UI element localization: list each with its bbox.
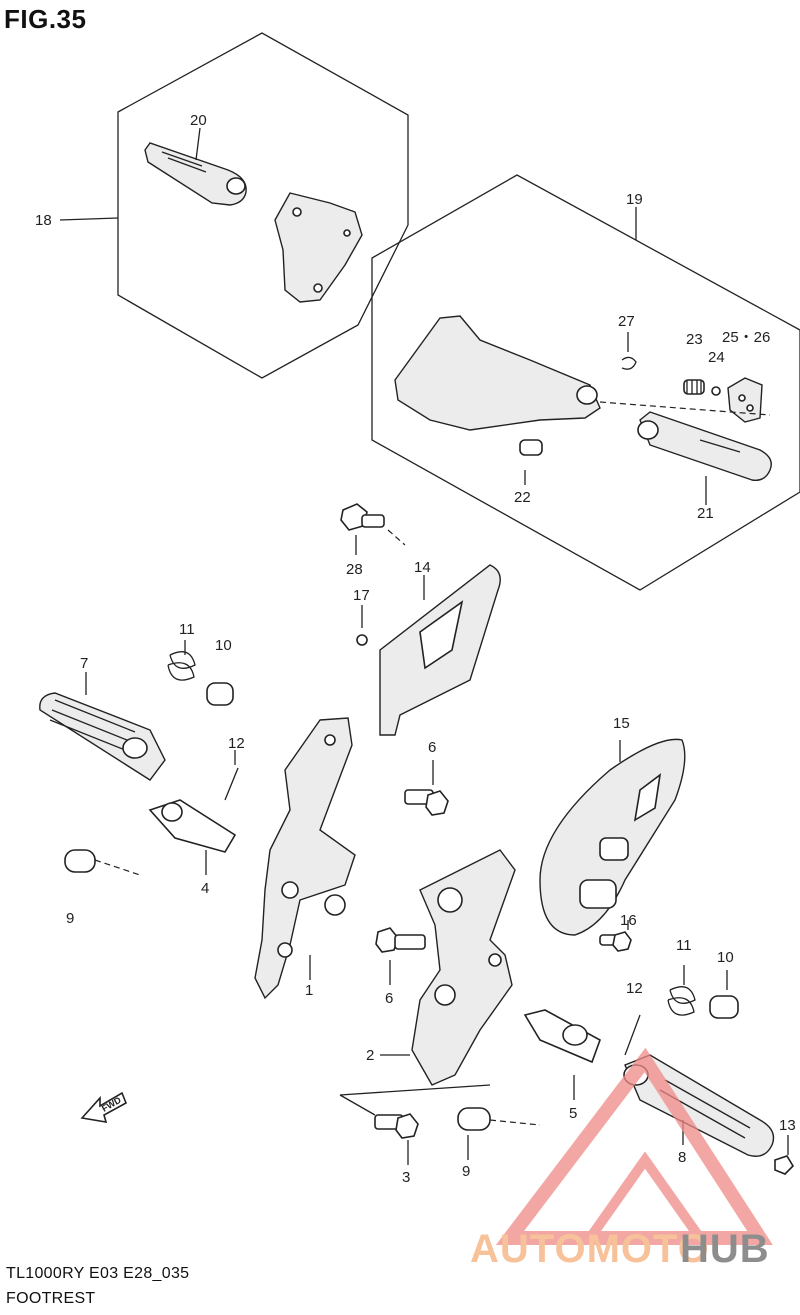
callout-22: 22 — [514, 489, 531, 506]
callout-8: 8 — [678, 1149, 686, 1166]
bolt-28 — [340, 503, 406, 555]
fwd-arrow-icon: FWD — [80, 1091, 128, 1123]
watermark-text-1: AUTOMOTO — [470, 1227, 710, 1271]
callout-15: 15 — [613, 715, 630, 732]
callout-18: 18 — [35, 212, 52, 229]
callout-9b: 9 — [462, 1163, 470, 1180]
callout-3: 3 — [402, 1169, 410, 1186]
callout-6b: 6 — [385, 990, 393, 1007]
callout-4: 4 — [201, 880, 209, 897]
pivot-4 — [148, 799, 237, 875]
watermark-text-2: HUB — [680, 1227, 770, 1271]
callout-12b: 12 — [626, 980, 643, 997]
bolt-6-upper — [404, 760, 449, 816]
bolt-6-lower — [375, 927, 426, 985]
callout-16: 16 — [620, 912, 637, 929]
bracket-2 — [380, 849, 516, 1086]
heel-guard-15 — [539, 738, 686, 936]
callout-10b: 10 — [717, 949, 734, 966]
washer-17 — [356, 634, 368, 646]
bracket-1 — [254, 717, 356, 1000]
callout-10a: 10 — [215, 637, 232, 654]
callout-13: 13 — [779, 1117, 796, 1134]
callout-12a: 12 — [228, 735, 245, 752]
pivot-5 — [523, 1009, 601, 1100]
callout-6a: 6 — [428, 739, 436, 756]
callout-2: 2 — [366, 1047, 374, 1064]
pin-22 — [519, 439, 543, 485]
section-name: FOOTREST — [6, 1290, 96, 1307]
bolt-13 — [774, 1135, 795, 1175]
callout-25-26: 25・26 — [722, 329, 770, 346]
footpeg-21 — [637, 411, 772, 505]
callout-19: 19 — [626, 191, 643, 208]
callout-9a: 9 — [66, 910, 74, 927]
cotter-pin-12-right — [624, 1014, 641, 1056]
callout-11b: 11 — [676, 937, 692, 954]
callout-17: 17 — [353, 587, 370, 604]
watermark-logo-icon — [495, 1047, 773, 1245]
callout-11a: 11 — [179, 621, 195, 638]
callout-14: 14 — [414, 559, 431, 576]
callout-1: 1 — [305, 982, 313, 999]
plate-25-26 — [727, 377, 763, 423]
callout-labels: 1 2 3 4 5 6 6 7 8 9 9 10 10 11 11 12 12 … — [35, 112, 796, 1186]
figure-title: FIG.35 — [4, 4, 87, 34]
callout-24: 24 — [708, 349, 725, 366]
bolt-16 — [599, 920, 632, 952]
callout-20: 20 — [190, 112, 207, 129]
pin-9-left — [64, 849, 141, 876]
footpeg-20 — [144, 127, 247, 206]
spring-11-right — [667, 965, 739, 1019]
pin-9-right — [457, 1107, 541, 1160]
model-code: TL1000RY E03 E28_035 — [6, 1265, 190, 1282]
callout-23: 23 — [686, 331, 703, 348]
clip-27 — [621, 356, 637, 370]
cotter-pin-12-left — [224, 767, 239, 801]
callout-21: 21 — [697, 505, 714, 522]
bracket-18 — [274, 192, 363, 303]
large-bracket — [394, 315, 601, 431]
callout-5: 5 — [569, 1105, 577, 1122]
bolt-3 — [339, 1084, 491, 1165]
footpeg-7 — [39, 672, 166, 781]
ball-24 — [711, 386, 721, 396]
callout-28: 28 — [346, 561, 363, 578]
kit-box-18 — [59, 32, 409, 379]
spring-23 — [683, 379, 705, 395]
heel-guard-14 — [379, 564, 501, 736]
callout-7: 7 — [80, 655, 88, 672]
callout-27: 27 — [618, 313, 635, 330]
kit-box-19 — [371, 174, 800, 591]
spring-11-left — [167, 640, 234, 706]
